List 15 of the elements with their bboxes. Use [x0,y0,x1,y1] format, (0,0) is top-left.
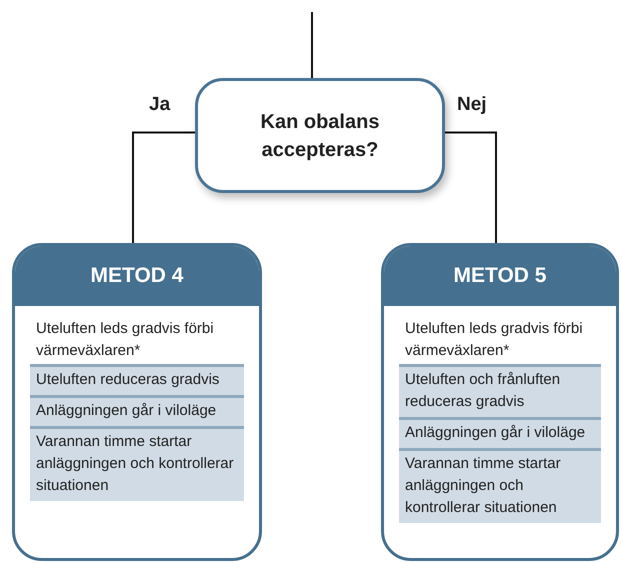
card-heading: METOD 4 [90,263,184,290]
step-row-shaded: Anläggningen går i viloläge [30,395,244,426]
connector-line [132,132,195,243]
method-card [12,243,262,561]
connector-line [311,12,313,78]
step-row-shaded: Uteluften reduceras gradvis [30,364,244,395]
edge-label: Ja [147,94,172,114]
method-card [381,243,619,561]
step-row-shaded: Varannan timme startar anläggningen och kontrollerar situationen [399,448,601,523]
step-row-shaded: Uteluften och frånluften reduceras gradvis [399,364,601,417]
card-heading: METOD 5 [454,263,546,290]
step-row-shaded: Anläggningen går i viloläge [399,417,601,448]
step-row-shaded: Varannan timme startar anläggningen och kontrollerar situationen [30,426,244,501]
decision-box: Kan obalans accepteras? [195,78,445,193]
connector-line [445,132,497,243]
